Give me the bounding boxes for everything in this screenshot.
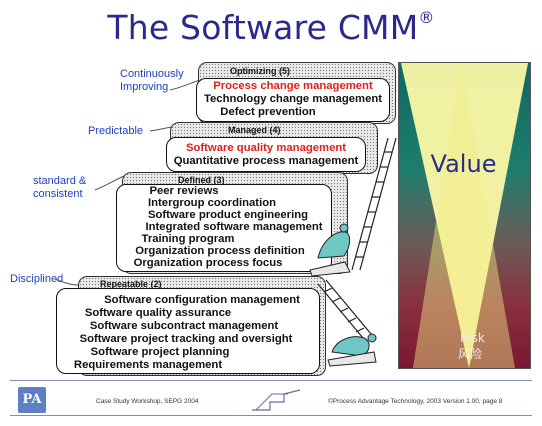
risk-label-chinese: 风险 (458, 347, 483, 361)
label-continuously-improving: Continuously Improving (120, 68, 184, 94)
kpa-training-program: Training program (141, 233, 235, 245)
kpa-software-project-tracking: Software project tracking and oversight (79, 333, 293, 345)
ladder-upper (351, 137, 397, 271)
label-disciplined: Disciplined (10, 273, 64, 285)
repeatable-tab: Repeatable (2) (100, 279, 162, 289)
kpa-technology-change-management: Technology change management (203, 93, 383, 105)
curve-disciplined (54, 278, 79, 286)
kpa-software-quality-management: Software quality management (185, 142, 347, 154)
kpa-software-quality-assurance: Software quality assurance (84, 307, 232, 319)
value-risk-panel (398, 62, 531, 369)
optimizing-box: Process change management Technology cha… (196, 78, 390, 122)
kpa-software-configuration-management: Software configuration management (104, 294, 300, 306)
label-predictable: Predictable (88, 125, 144, 137)
kpa-organization-process-focus: Organization process focus (133, 257, 283, 269)
kpa-integrated-software-management: Integrated software management (145, 221, 323, 233)
value-triangles (401, 63, 528, 368)
kpa-peer-reviews: Peer reviews (149, 185, 219, 197)
kpa-software-product-engineering: Software product engineering (147, 209, 309, 221)
ladder-lower (317, 279, 377, 345)
footer-right-text: ©Process Advantage Technology, 2003 Vers… (328, 398, 503, 405)
kpa-intergroup-coordination: Intergroup coordination (147, 197, 277, 209)
label-standard-line: standard & (33, 175, 87, 187)
kpa-process-change-management: Process change management (213, 80, 373, 92)
curve-standard (94, 175, 125, 191)
managed-tab: Managed (4) (228, 125, 281, 135)
label-standard-consistent: standard & consistent (33, 175, 86, 201)
label-continuously-line: Continuously (120, 68, 184, 80)
label-improving-line: Improving (120, 81, 169, 93)
footer-stair-icon (252, 389, 301, 411)
kpa-software-project-planning: Software project planning (90, 346, 230, 358)
footer-left-text: Case Study Workshop, SEPG 2004 (96, 398, 199, 405)
kpa-software-subcontract-management: Software subcontract management (89, 320, 279, 332)
defined-tab: Defined (3) (178, 175, 225, 185)
pa-logo-icon: PA (18, 387, 46, 413)
repeatable-box: Software configuration management Softwa… (56, 288, 320, 374)
risk-triangle (413, 63, 515, 368)
figure-climber-lower-icon (327, 333, 377, 367)
defined-box: Peer reviews Intergroup coordination Sof… (116, 184, 332, 272)
registered-mark: ® (418, 8, 435, 27)
kpa-quantitative-process-management: Quantitative process management (173, 155, 359, 167)
label-consistent-line: consistent (33, 188, 83, 200)
kpa-requirements-management: Requirements management (73, 359, 223, 371)
value-label: Value (430, 150, 497, 178)
kpa-defect-prevention: Defect prevention (220, 106, 316, 118)
optimizing-tab: Optimizing (5) (230, 66, 290, 76)
managed-box: Software quality management Quantitative… (166, 137, 366, 172)
kpa-organization-process-definition: Organization process definition (135, 245, 305, 257)
figure-climber-upper-icon (309, 223, 351, 277)
slide-title: The Software CMM® (107, 8, 435, 47)
value-triangle (401, 63, 528, 368)
risk-label: Risk (460, 331, 485, 345)
footer-line-bottom (10, 415, 532, 416)
footer-line-top (10, 380, 532, 381)
